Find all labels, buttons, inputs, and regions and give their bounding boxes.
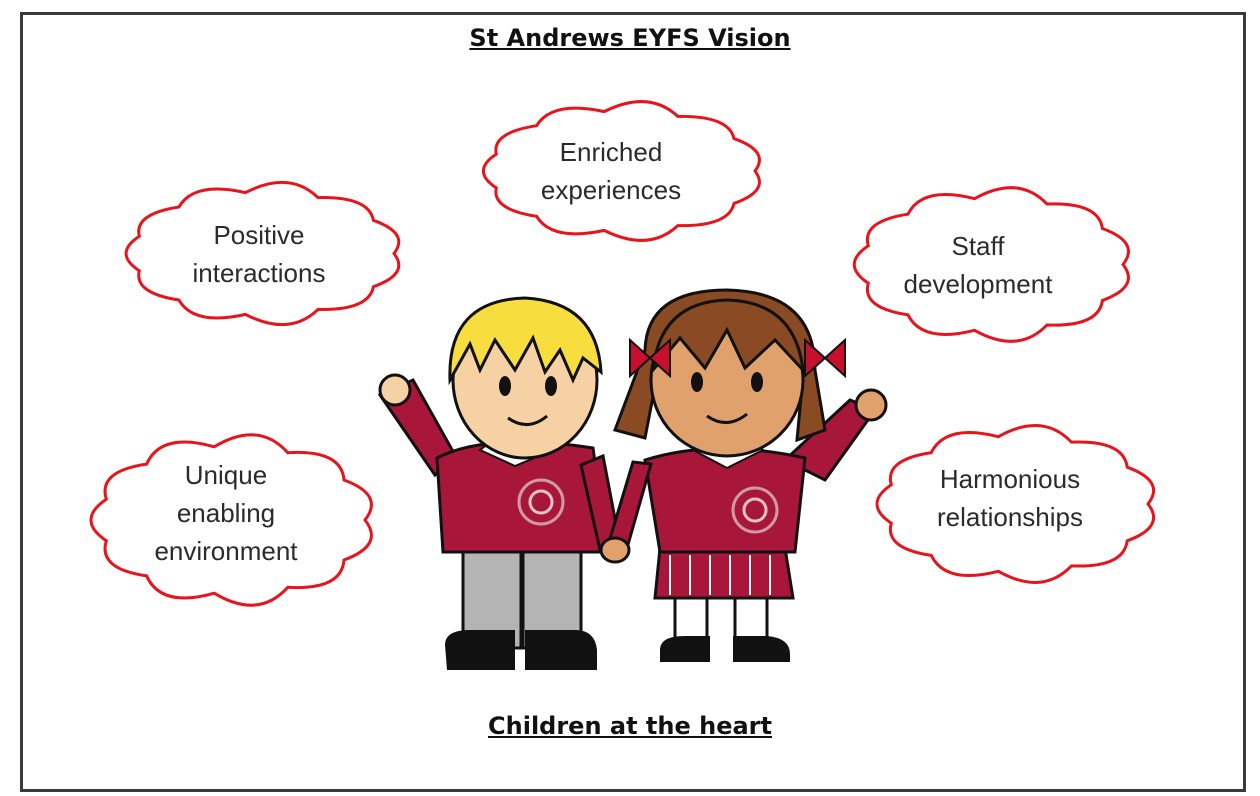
- cloud-outline: [89, 433, 373, 607]
- children-illustration: [377, 288, 888, 670]
- cloud-label: Positive interactions: [192, 219, 326, 288]
- page-title: St Andrews EYFS Vision: [469, 24, 791, 52]
- cloud-label: Harmonious relationships: [937, 464, 1083, 532]
- girl-figure: [599, 288, 888, 662]
- cloud-label: Unique enabling environment: [154, 460, 298, 566]
- cloud-label: Staff development: [903, 230, 1053, 299]
- footer-caption: Children at the heart: [488, 712, 772, 740]
- cloud-outline: [852, 186, 1130, 343]
- cloud-outline: [875, 424, 1155, 584]
- boy-figure: [377, 296, 622, 670]
- cloud-outline: [124, 181, 401, 326]
- cloud-label: Enriched experiences: [540, 137, 682, 205]
- cloud-outline: [481, 100, 761, 242]
